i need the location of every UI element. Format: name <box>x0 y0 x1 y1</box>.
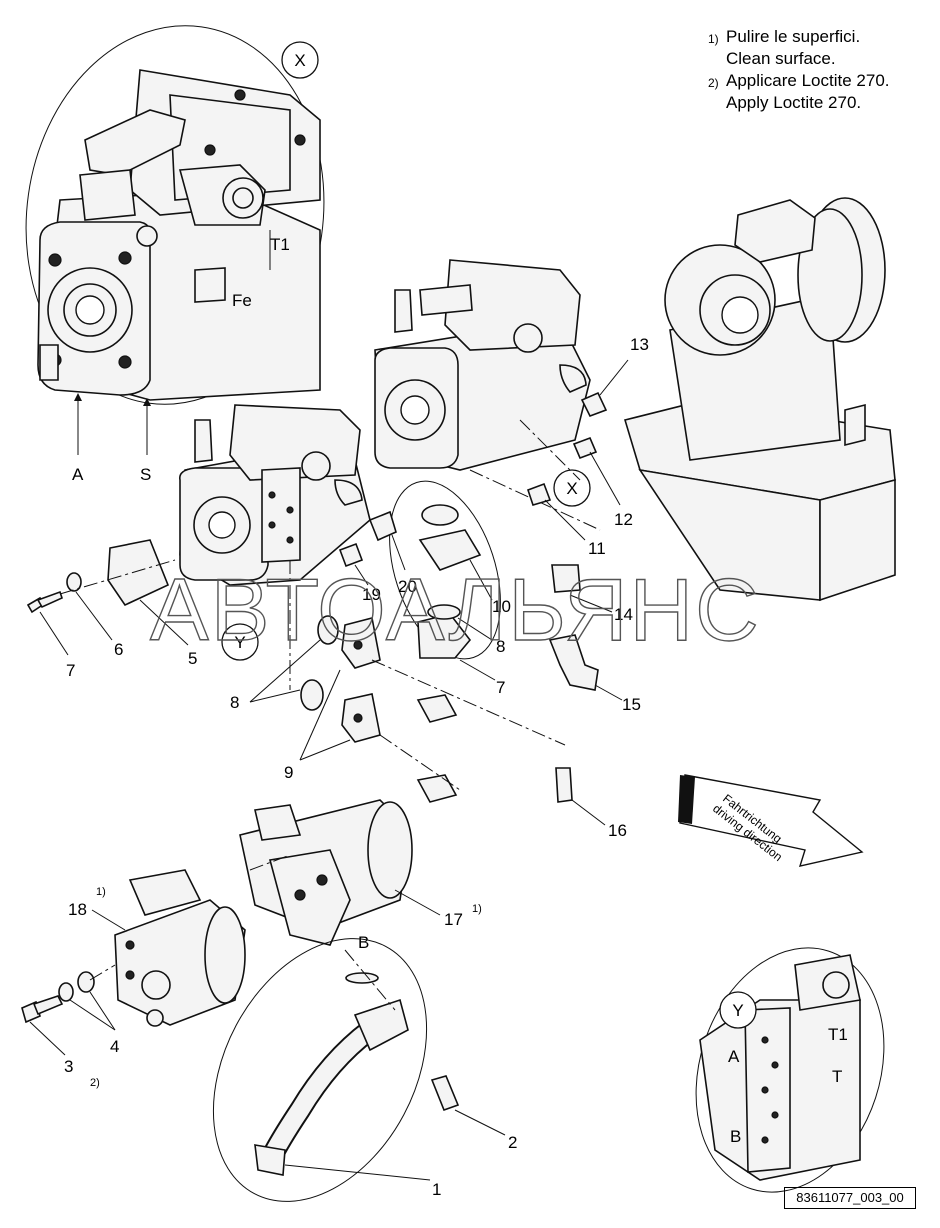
callout-16: 16 <box>608 821 627 840</box>
callout-7-right: 7 <box>496 678 505 697</box>
left-pump-assembly: 7 6 5 Y <box>26 404 371 680</box>
port-label-t-y: T <box>832 1067 842 1086</box>
watermark-text: АВТОАЛЬЯНС <box>150 560 761 659</box>
detail-y-marker-view: Y <box>732 1001 743 1020</box>
note-1: 1) Pulire le superfici. Clean surface. <box>708 26 890 70</box>
callout-8-right: 8 <box>496 637 505 656</box>
callout-2: 2 <box>508 1133 517 1152</box>
fittings-group: 13 12 11 14 15 19 20 <box>338 335 649 714</box>
callout-7-left: 7 <box>66 661 75 680</box>
detail-y-view: Y A T1 T B <box>695 947 885 1193</box>
port-label-b-y: B <box>730 1127 741 1146</box>
callout-6: 6 <box>114 640 123 659</box>
port-label-b-motor: B <box>358 933 369 952</box>
detail-x-marker-mid: X <box>566 479 577 498</box>
engine-drive-assembly <box>623 197 896 602</box>
note-ref-17: 1) <box>472 903 482 915</box>
note-2: 2) Applicare Loctite 270. Apply Loctite … <box>708 70 890 114</box>
callout-12: 12 <box>614 510 633 529</box>
callout-4: 4 <box>110 1037 119 1056</box>
note-2-line-it: Applicare Loctite 270. <box>726 71 890 90</box>
detail-x-view: X T1 Fe A S <box>25 25 325 484</box>
note-ref-3: 2) <box>90 1077 100 1089</box>
callout-10: 10 <box>492 597 511 616</box>
port-label-a-y: A <box>728 1047 740 1066</box>
callout-18: 18 <box>68 900 87 919</box>
port-label-fe: Fe <box>232 291 252 310</box>
driving-direction-arrow: Fahrtrichtung driving direction <box>678 774 864 867</box>
callout-8-left: 8 <box>230 693 239 712</box>
port-label-t1-y: T1 <box>828 1025 848 1044</box>
callout-19: 19 <box>362 585 381 604</box>
flanges-and-seals: 7 8 10 8 9 16 <box>230 559 627 840</box>
motor-assembly: 17 1) B 18 1) 3 2) 4 1 2 <box>21 799 517 1202</box>
port-label-a-main: A <box>72 465 84 484</box>
callout-15: 15 <box>622 695 641 714</box>
note-1-line-it: Pulire le superfici. <box>726 27 861 46</box>
drawing-reference-number: 83611077_003_00 <box>784 1187 916 1209</box>
detail-y-marker: Y <box>234 633 245 652</box>
note-2-number: 2) <box>708 76 719 90</box>
note-2-line-en: Apply Loctite 270. <box>726 93 862 112</box>
callout-1: 1 <box>432 1180 441 1199</box>
note-1-number: 1) <box>708 32 719 46</box>
callout-13: 13 <box>630 335 649 354</box>
assembly-notes: 1) Pulire le superfici. Clean surface. 2… <box>708 26 890 114</box>
detail-x-marker: X <box>294 51 305 70</box>
port-label-t1-x: T1 <box>270 235 290 254</box>
note-ref-18: 1) <box>96 886 106 898</box>
note-1-line-en: Clean surface. <box>726 49 836 68</box>
callout-5: 5 <box>188 649 197 668</box>
right-pump-assembly: X <box>374 259 601 660</box>
callout-3: 3 <box>64 1057 73 1076</box>
callout-14: 14 <box>614 605 633 624</box>
port-label-s-main: S <box>140 465 151 484</box>
callout-9: 9 <box>284 763 293 782</box>
callout-11: 11 <box>588 539 606 558</box>
callout-17: 17 <box>444 910 463 929</box>
callout-20: 20 <box>398 577 417 596</box>
